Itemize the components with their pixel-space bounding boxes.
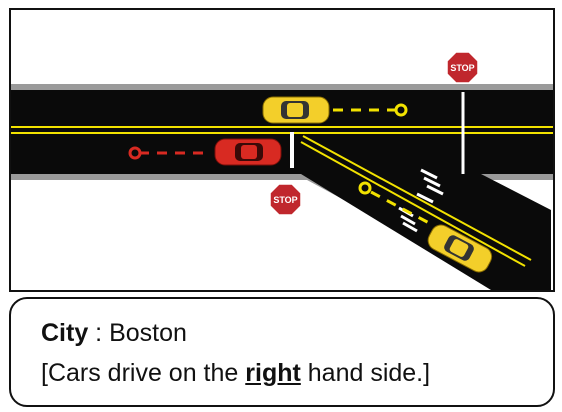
crosswalk-upper: [416, 168, 444, 204]
intersection-diagram: STOP STOP: [11, 51, 553, 290]
red-car-path: [128, 146, 211, 160]
yellow-car-branch: [427, 224, 493, 273]
rule-prefix: [Cars drive on the: [41, 359, 246, 387]
stop-sign-top-label: STOP: [450, 63, 474, 73]
yellow-car-top-path: [333, 103, 408, 117]
city-value: Boston: [109, 319, 187, 347]
branch-road: [301, 174, 551, 290]
intersection-scene: STOP STOP: [9, 8, 555, 292]
branch-lane-line-lower: [300, 141, 526, 267]
caption-box: City : Boston [Cars drive on the right h…: [9, 297, 555, 407]
stop-sign-top: STOP: [446, 51, 479, 84]
driving-rule-line: [Cars drive on the right hand side.]: [41, 359, 430, 388]
city-label: City: [41, 319, 89, 347]
red-car: [214, 138, 282, 166]
stop-sign-bottom: STOP: [269, 183, 302, 216]
rule-suffix: hand side.]: [300, 359, 431, 387]
branch-lane-line-upper: [302, 135, 532, 261]
city-separator: :: [88, 319, 110, 347]
rule-emphasis: right: [245, 359, 301, 387]
yellow-car-top: [262, 96, 330, 124]
yellow-car-branch-path: [358, 181, 432, 226]
city-line: City : Boston: [41, 319, 187, 348]
stop-sign-bottom-label: STOP: [273, 195, 297, 205]
